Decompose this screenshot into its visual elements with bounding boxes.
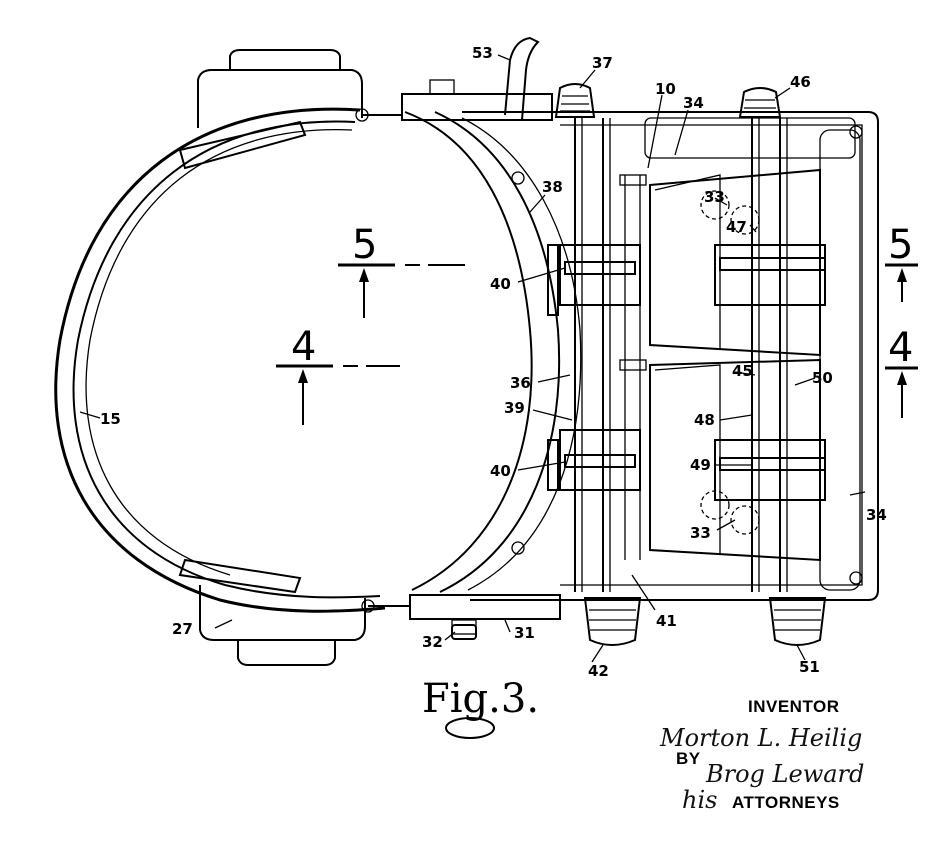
label-31: 31 [514,624,535,642]
ear-pad-bottom [199,585,366,666]
section-line-4-right [885,366,918,418]
inventor-heading: INVENTOR [748,697,840,716]
ear-pad-top [197,49,363,128]
section-line-5-left [338,263,465,318]
label-37: 37 [592,54,613,72]
label-27: 27 [172,620,193,638]
label-10: 10 [655,80,676,98]
label-33-bottom: 33 [690,524,711,542]
leader-lines [79,54,866,663]
label-45: 45 [732,362,753,380]
label-33-top: 33 [704,188,725,206]
section-4-right: 4 [888,325,913,371]
left-shafts [547,118,647,592]
label-34-right: 34 [866,506,887,524]
label-38: 38 [542,178,563,196]
upper-lens-unit [649,168,821,357]
label-50: 50 [812,369,833,387]
label-48: 48 [694,411,715,429]
hose [504,36,540,121]
label-34-top: 34 [683,94,704,112]
section-line-4-left [276,364,400,425]
label-15: 15 [100,410,121,428]
knob-42 [583,597,642,646]
label-47: 47 [726,218,747,236]
label-40-bottom: 40 [490,462,511,480]
main-housing [462,111,879,601]
by-label: BY [676,749,701,768]
label-53: 53 [472,44,493,62]
label-46: 46 [790,73,811,91]
figure-label: Fig.3. [422,676,539,722]
label-41: 41 [656,612,677,630]
section-5-left: 5 [352,222,377,268]
inventor-signature: Morton L. Heilig [659,724,862,752]
label-36: 36 [510,374,531,392]
lower-lens-unit [649,358,821,562]
knob-32 [451,624,477,640]
knob-51 [768,597,827,646]
knob-37 [554,83,596,118]
section-4-left: 4 [291,324,316,370]
label-40-top: 40 [490,275,511,293]
top-bracket [355,79,553,122]
label-49: 49 [690,456,711,474]
figure-label-flourish [445,717,495,739]
right-shafts [714,118,826,592]
section-line-5-right [885,263,918,302]
label-51: 51 [799,658,820,676]
label-42: 42 [588,662,609,680]
attorneys-signature: Brog Leward [705,760,864,788]
knob-46 [738,87,782,118]
face-cushion [404,111,582,593]
his-label: his [682,786,717,814]
section-5-right: 5 [888,222,913,268]
label-39: 39 [504,399,525,417]
label-32: 32 [422,633,443,651]
attorneys-heading: ATTORNEYS [732,793,840,812]
head-strap [54,107,386,613]
